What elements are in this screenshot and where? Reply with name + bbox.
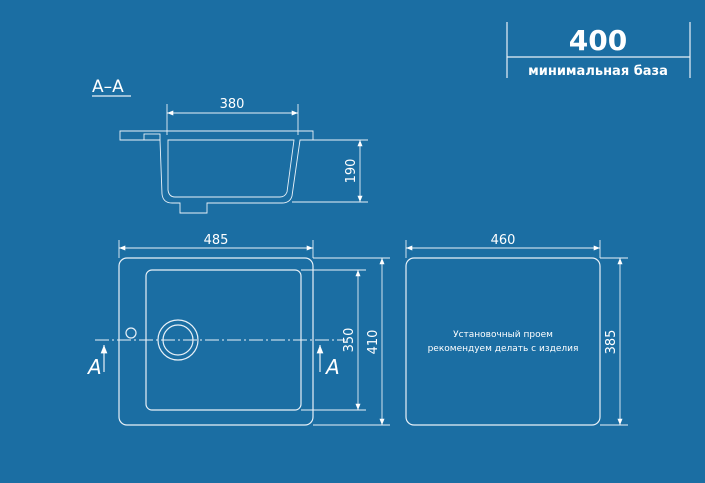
section-width-label: 380 — [220, 97, 245, 112]
inner-height-label: 350 — [342, 328, 357, 353]
top-view: 485 350 410 А А — [86, 233, 390, 426]
min-base-value: 400 — [569, 24, 627, 57]
top-width-label: 485 — [204, 233, 229, 248]
min-base-label: минимальная база — [528, 64, 668, 79]
section-depth-label: 190 — [344, 159, 359, 184]
cutout-note-line2: рекомендуем делать с изделия — [428, 344, 579, 354]
cutout-view: 460 385 Установочный проем рекомендуем д… — [405, 233, 628, 426]
section-view: А–А 380 190 — [92, 77, 368, 214]
cutout-width-label: 460 — [491, 233, 516, 248]
cutout-note-line1: Установочный проем — [453, 330, 553, 340]
min-base-block: 400 минимальная база — [506, 22, 691, 79]
section-title: А–А — [92, 77, 124, 97]
outer-height-label: 410 — [366, 330, 381, 355]
section-mark-left: А — [86, 355, 102, 379]
section-mark-right: А — [324, 355, 340, 379]
overflow-hole — [125, 327, 137, 339]
cutout-height-label: 385 — [604, 330, 619, 355]
